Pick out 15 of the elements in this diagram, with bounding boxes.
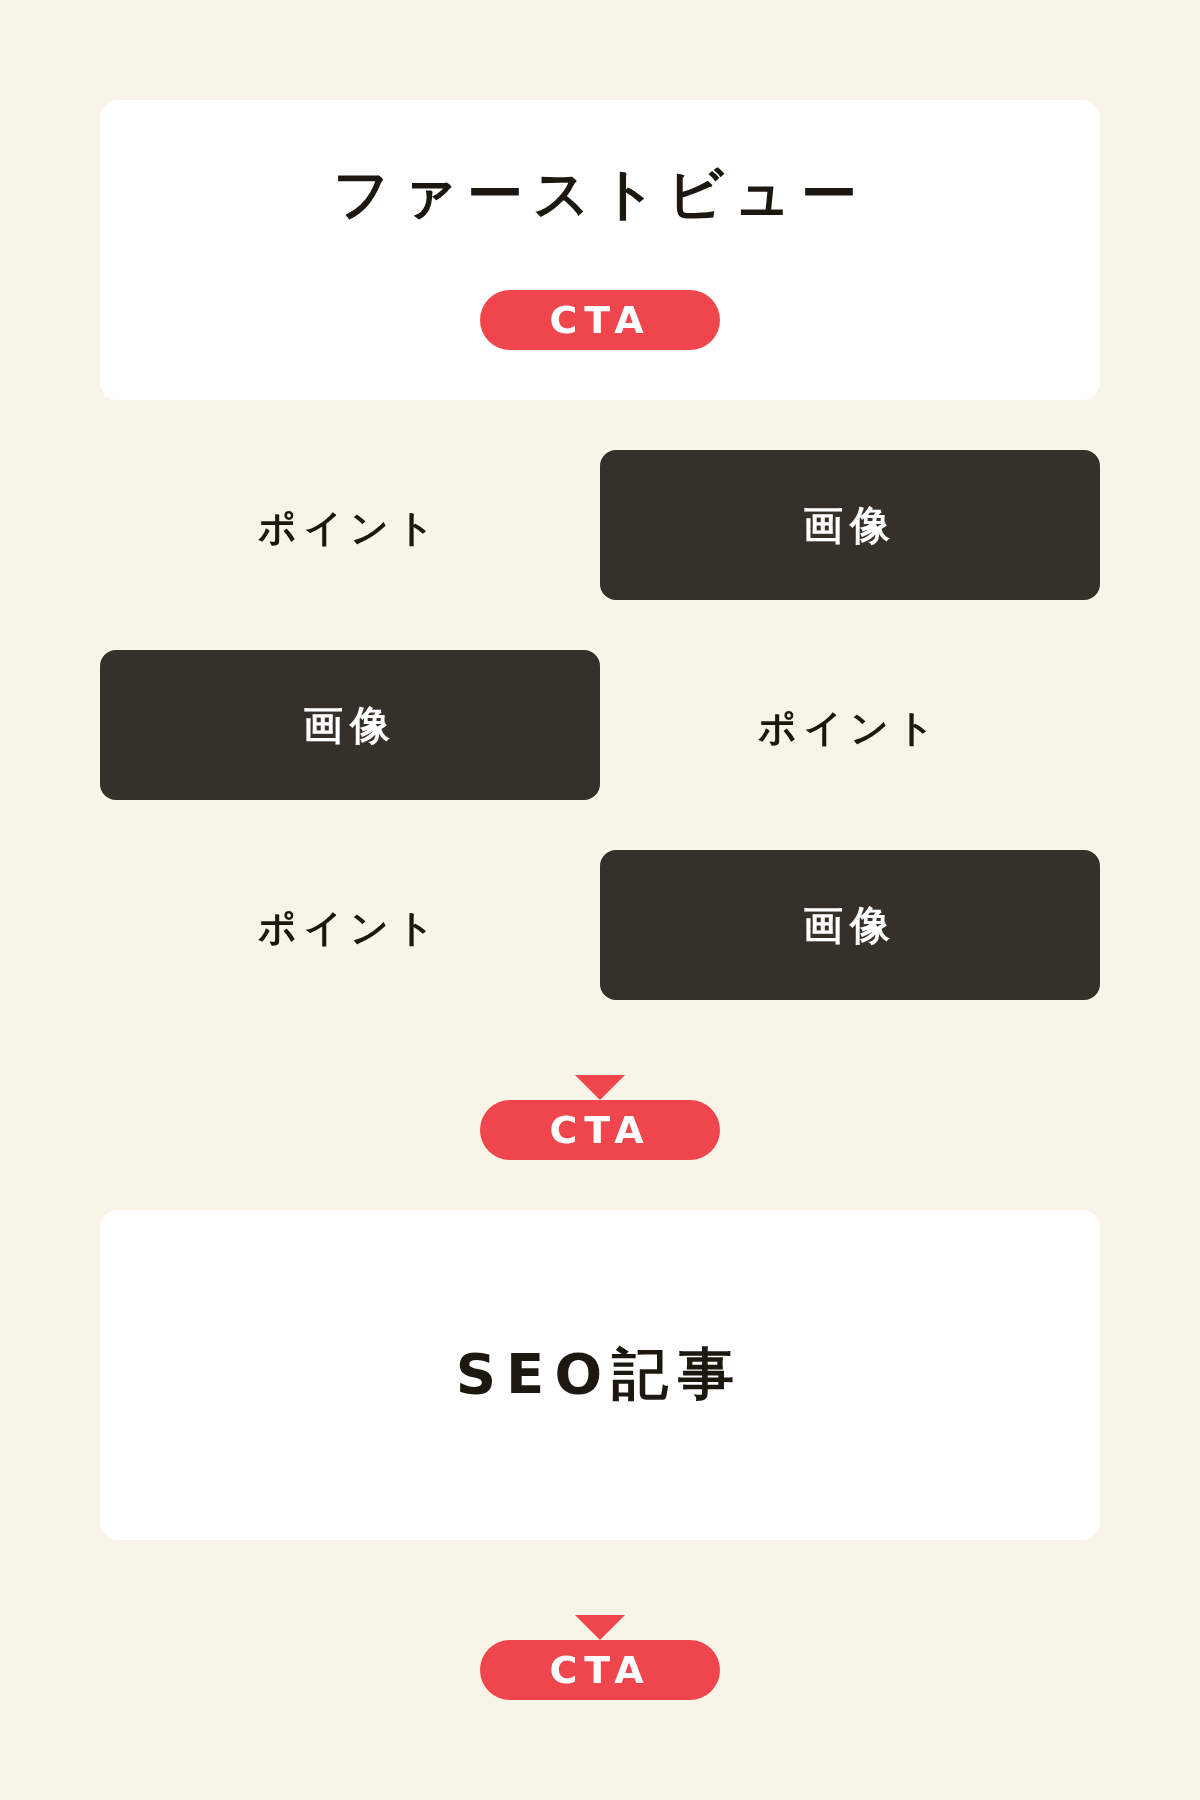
panel-label: 画像 [302,700,398,750]
panel-label: 画像 [802,900,898,950]
heading-text: SEO記事 [455,1340,745,1408]
point-label: ポイント [258,905,442,952]
cta-button: CTA [480,290,720,350]
point-label: ポイント [758,705,942,752]
down-arrow [575,1075,625,1100]
image-panel [100,650,600,800]
heading-text: ファーストビュー [332,160,868,228]
panel-label: 画像 [802,500,898,550]
point-label: ポイント [258,505,442,552]
image-panel [600,850,1100,1000]
image-panel [600,450,1100,600]
section-card [100,100,1100,400]
down-arrow [575,1615,625,1640]
